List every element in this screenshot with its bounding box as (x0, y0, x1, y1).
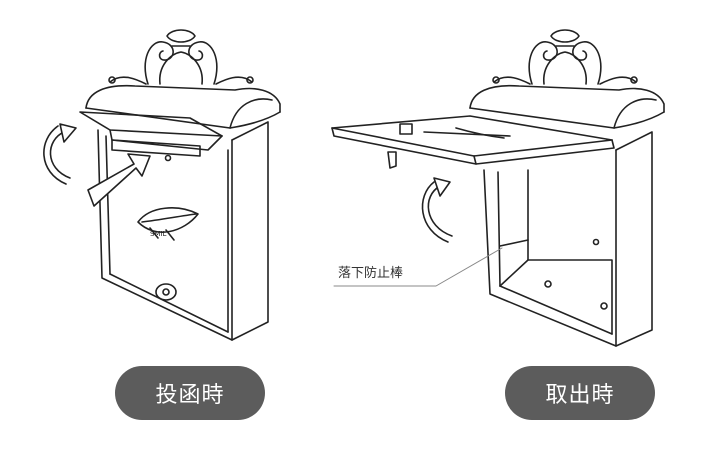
leaf-emblem-icon (137, 207, 199, 241)
right-mailbox (331, 29, 665, 347)
retrieve-caption-badge: 取出時 (505, 366, 655, 420)
callout-leader-line (333, 247, 503, 287)
insert-caption-badge: 投函時 (115, 366, 265, 420)
rotate-arrow-icon (43, 123, 77, 185)
lock-icon (155, 283, 177, 301)
left-crown-ornament (108, 29, 254, 85)
left-mailbox: SMIL (43, 29, 281, 341)
fall-prevention-bar-label: 落下防止棒 (338, 266, 404, 281)
right-crown-ornament (492, 29, 638, 85)
rotate-arrow-icon (421, 177, 456, 243)
insert-arrow-icon (87, 153, 151, 207)
plate-text: SMIL (150, 230, 167, 238)
